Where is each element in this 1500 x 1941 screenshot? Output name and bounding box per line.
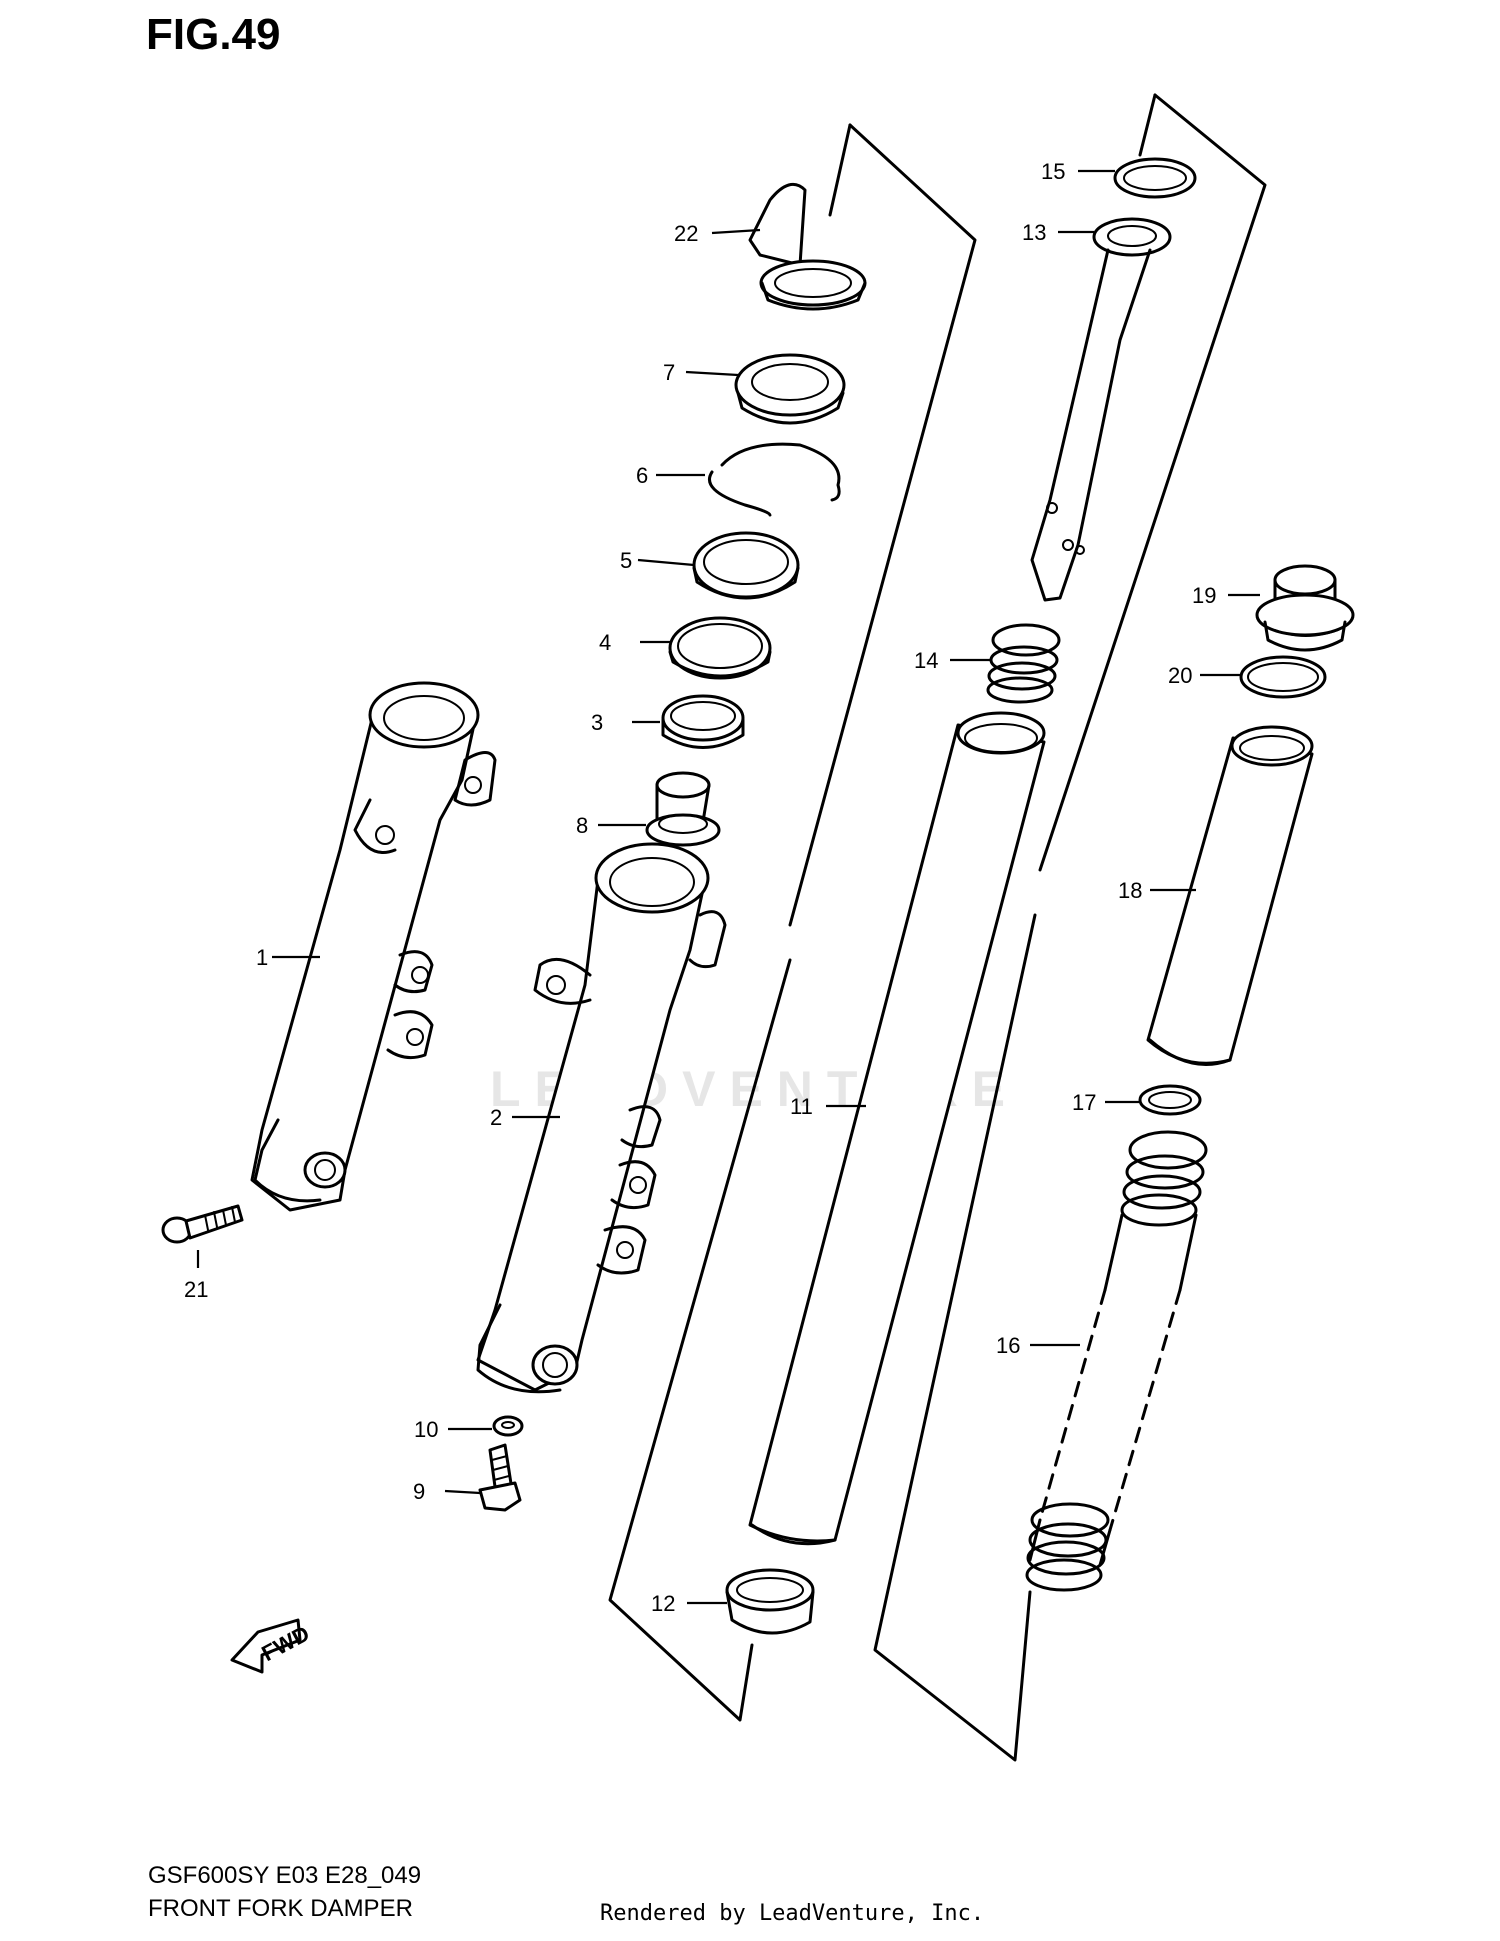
part-3-slide-bushing[interactable]	[661, 694, 745, 749]
callout-6[interactable]: 6	[636, 463, 648, 488]
part-1-outer-tube-left[interactable]	[250, 681, 497, 1212]
callout-16[interactable]: 16	[996, 1333, 1020, 1358]
callout-7[interactable]: 7	[663, 360, 675, 385]
part-12-slide-bushing[interactable]	[725, 1568, 815, 1635]
part-13-damper-rod[interactable]	[1030, 217, 1172, 602]
callout-20[interactable]: 20	[1168, 663, 1192, 688]
callout-9[interactable]: 9	[413, 1479, 425, 1504]
part-11-inner-tube[interactable]	[748, 711, 1046, 1546]
part-8-oil-lock-piece[interactable]	[645, 771, 721, 847]
callout-19[interactable]: 19	[1192, 583, 1216, 608]
part-17-spring-seat[interactable]	[1138, 1084, 1202, 1116]
figure-title: FIG.49	[146, 10, 281, 59]
callout-numbers: 1 2 3 4 5 6 7 8 9 10 11 12 13 14 15 16 1…	[184, 159, 1216, 1616]
part-9-damper-rod-bolt[interactable]	[478, 1443, 522, 1512]
assembly-outline-right-lower	[873, 913, 1037, 1762]
part-4-guide-metal[interactable]	[668, 616, 772, 680]
part-14-rebound-spring[interactable]	[986, 623, 1061, 704]
callout-17[interactable]: 17	[1072, 1090, 1096, 1115]
assembly-outline-right-body	[1038, 93, 1267, 872]
callout-18[interactable]: 18	[1118, 878, 1142, 903]
part-19-cap-bolt[interactable]	[1255, 564, 1355, 652]
part-2-outer-tube-right[interactable]	[476, 842, 727, 1394]
callout-5[interactable]: 5	[620, 548, 632, 573]
part-7-oil-seal[interactable]	[734, 353, 846, 425]
part-5-washer[interactable]	[692, 531, 800, 600]
section-name: FRONT FORK DAMPER	[148, 1895, 413, 1922]
callout-3[interactable]: 3	[591, 710, 603, 735]
part-20-o-ring[interactable]	[1239, 655, 1327, 699]
leader-lines	[196, 169, 1260, 1605]
model-code: GSF600SY E03 E28_049	[148, 1862, 422, 1889]
part-18-spacer[interactable]	[1146, 725, 1314, 1066]
callout-15[interactable]: 15	[1041, 159, 1065, 184]
part-22-dust-cover[interactable]	[748, 182, 867, 311]
callout-12[interactable]: 12	[651, 1591, 675, 1616]
assembly-outline-right	[1138, 93, 1157, 157]
part-10-gasket[interactable]	[492, 1415, 524, 1437]
callout-13[interactable]: 13	[1022, 220, 1046, 245]
render-credit: Rendered by LeadVenture, Inc.	[600, 1901, 985, 1926]
callout-4[interactable]: 4	[599, 630, 611, 655]
part-15-o-ring[interactable]	[1113, 157, 1197, 199]
callout-14[interactable]: 14	[914, 648, 938, 673]
assembly-outline-left-lower	[608, 958, 792, 1722]
callout-11[interactable]: 11	[790, 1094, 813, 1119]
fwd-direction-arrow: FWD	[230, 1618, 313, 1674]
part-6-retaining-ring[interactable]	[708, 442, 841, 517]
callout-2[interactable]: 2	[490, 1105, 502, 1130]
part-21-bolt[interactable]	[161, 1204, 244, 1244]
part-16-fork-spring[interactable]	[1025, 1130, 1208, 1592]
callout-21[interactable]: 21	[184, 1277, 208, 1302]
callout-22[interactable]: 22	[674, 221, 698, 246]
assembly-outline-left-body	[788, 123, 977, 927]
callout-8[interactable]: 8	[576, 813, 588, 838]
callout-1[interactable]: 1	[256, 945, 268, 970]
assembly-outline-left	[828, 123, 852, 217]
callout-10[interactable]: 10	[414, 1417, 438, 1442]
